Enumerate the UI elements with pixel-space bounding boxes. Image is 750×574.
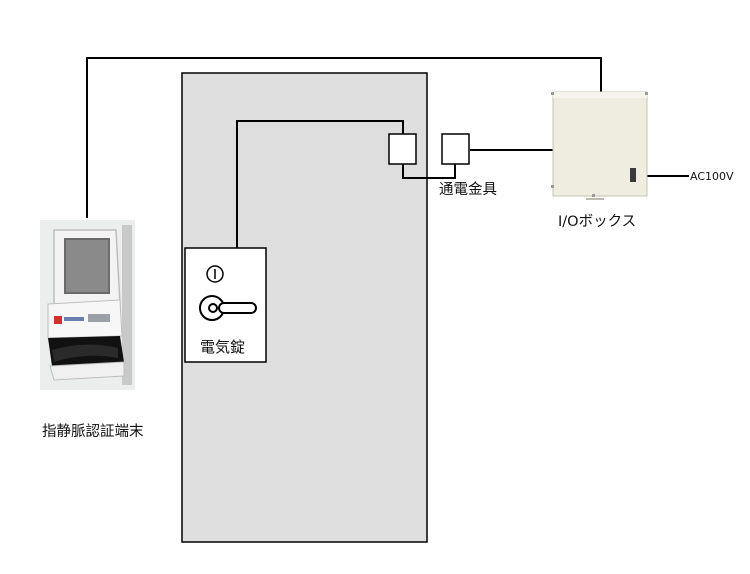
- strike-box-door: [388, 133, 417, 165]
- fingerprint-vein-terminal-icon: [40, 220, 135, 390]
- door-lever-icon: [199, 295, 257, 321]
- io-box: [551, 91, 648, 200]
- power-circle-icon: [206, 265, 224, 283]
- strike-box-frame: [441, 133, 470, 165]
- io-box-label: I/Oボックス: [558, 213, 636, 230]
- terminal-label: 指静脈認証端末: [42, 423, 144, 440]
- wiring: [86, 57, 689, 248]
- electric-lock: 電気錠: [184, 247, 267, 363]
- wire-terminal-to-iobox: [86, 57, 602, 218]
- lock-label: 電気錠: [200, 338, 245, 356]
- strike-label: 通電金具: [439, 181, 497, 198]
- wire-strike-link: [402, 164, 456, 179]
- power-label: AC100V: [690, 170, 734, 183]
- wire-lock-to-strike: [236, 120, 404, 248]
